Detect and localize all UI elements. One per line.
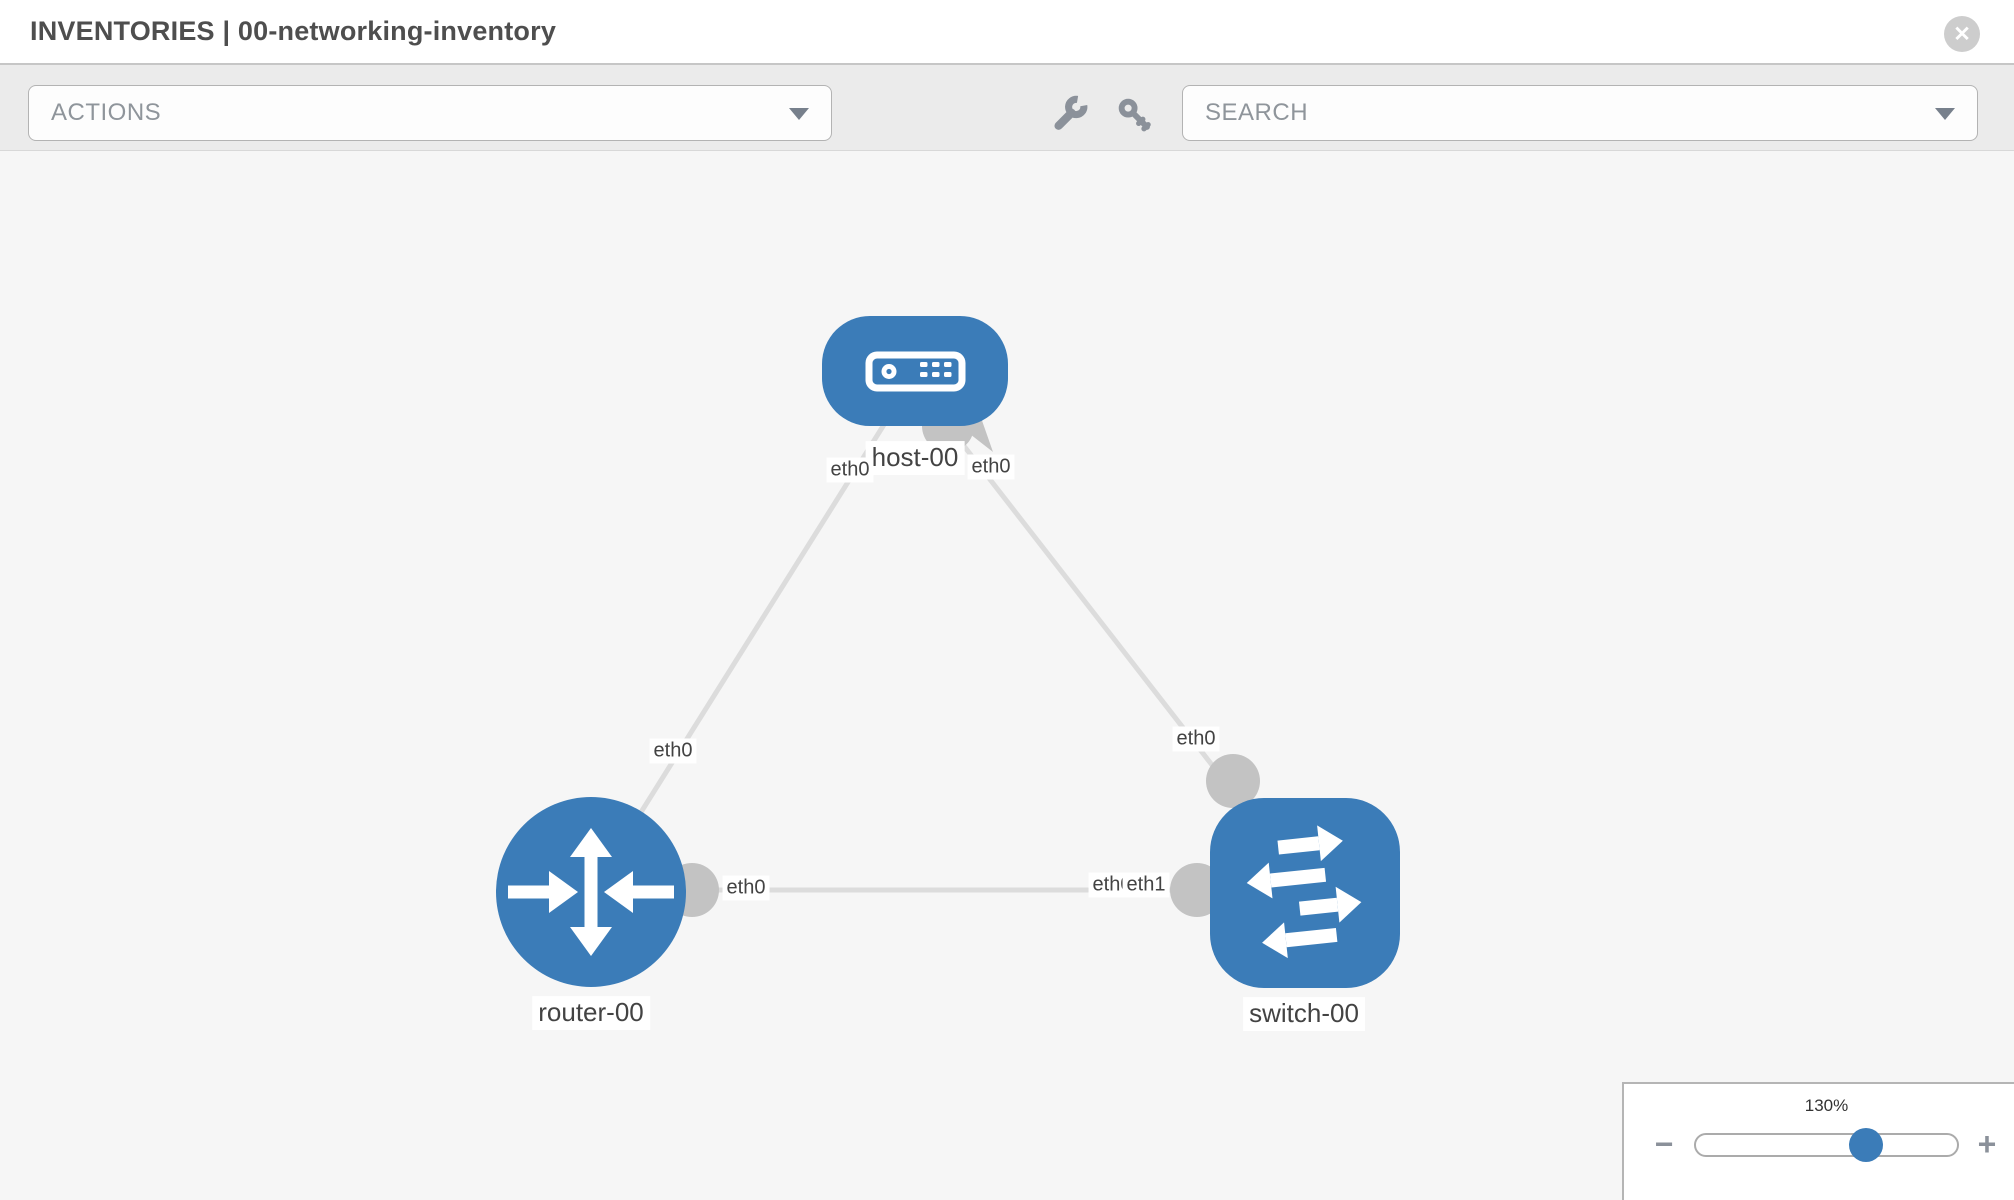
chevron-down-icon bbox=[789, 108, 809, 120]
interface-label: eth0 bbox=[1172, 726, 1220, 752]
node-label-router: router-00 bbox=[532, 996, 650, 1030]
node-label-host: host-00 bbox=[865, 441, 965, 475]
search-dropdown[interactable]: SEARCH bbox=[1182, 85, 1978, 141]
zoom-slider-thumb[interactable] bbox=[1849, 1128, 1883, 1162]
actions-dropdown-label: ACTIONS bbox=[51, 99, 162, 126]
toolbar: ACTIONS SEARCH bbox=[0, 63, 2014, 151]
topology-canvas[interactable]: host-00 router-00 switch-00 eth0 eth0 et… bbox=[0, 151, 2014, 1200]
page-title: INVENTORIES | 00-networking-inventory bbox=[30, 16, 557, 46]
interface-label: eth1 bbox=[1122, 872, 1170, 898]
key-button[interactable] bbox=[1112, 93, 1156, 137]
actions-dropdown[interactable]: ACTIONS bbox=[28, 85, 832, 141]
host-icon bbox=[865, 351, 966, 392]
connector-switch-topleft bbox=[1206, 754, 1260, 808]
zoom-level: 130% bbox=[1804, 1096, 1849, 1115]
links bbox=[588, 421, 1305, 894]
interface-connectors bbox=[665, 400, 1260, 917]
router-icon bbox=[508, 828, 674, 956]
interface-label: eth0 bbox=[722, 875, 770, 901]
node-host[interactable] bbox=[822, 316, 1008, 426]
node-router[interactable] bbox=[496, 797, 686, 987]
wrench-button[interactable] bbox=[1046, 93, 1090, 137]
chevron-down-icon bbox=[1935, 108, 1955, 120]
zoom-out-button[interactable]: − bbox=[1642, 1122, 1686, 1166]
search-dropdown-label: SEARCH bbox=[1205, 99, 1309, 126]
interface-label: eth0 bbox=[967, 454, 1015, 480]
zoom-slider-track[interactable] bbox=[1694, 1128, 1959, 1162]
titlebar: INVENTORIES | 00-networking-inventory ✕ bbox=[0, 0, 2014, 63]
zoom-in-button[interactable]: + bbox=[1965, 1122, 2009, 1166]
close-icon: ✕ bbox=[1953, 22, 1971, 46]
switch-icon bbox=[1246, 825, 1362, 959]
close-button[interactable]: ✕ bbox=[1944, 16, 1980, 52]
zoom-panel: 130% − + bbox=[1622, 1082, 2014, 1200]
interface-label: eth0 bbox=[649, 738, 697, 764]
node-label-switch: switch-00 bbox=[1243, 997, 1365, 1031]
wrench-icon bbox=[1054, 95, 1088, 130]
node-switch[interactable] bbox=[1210, 798, 1400, 988]
interface-label: eth0 bbox=[826, 457, 874, 483]
key-icon bbox=[1118, 98, 1151, 131]
